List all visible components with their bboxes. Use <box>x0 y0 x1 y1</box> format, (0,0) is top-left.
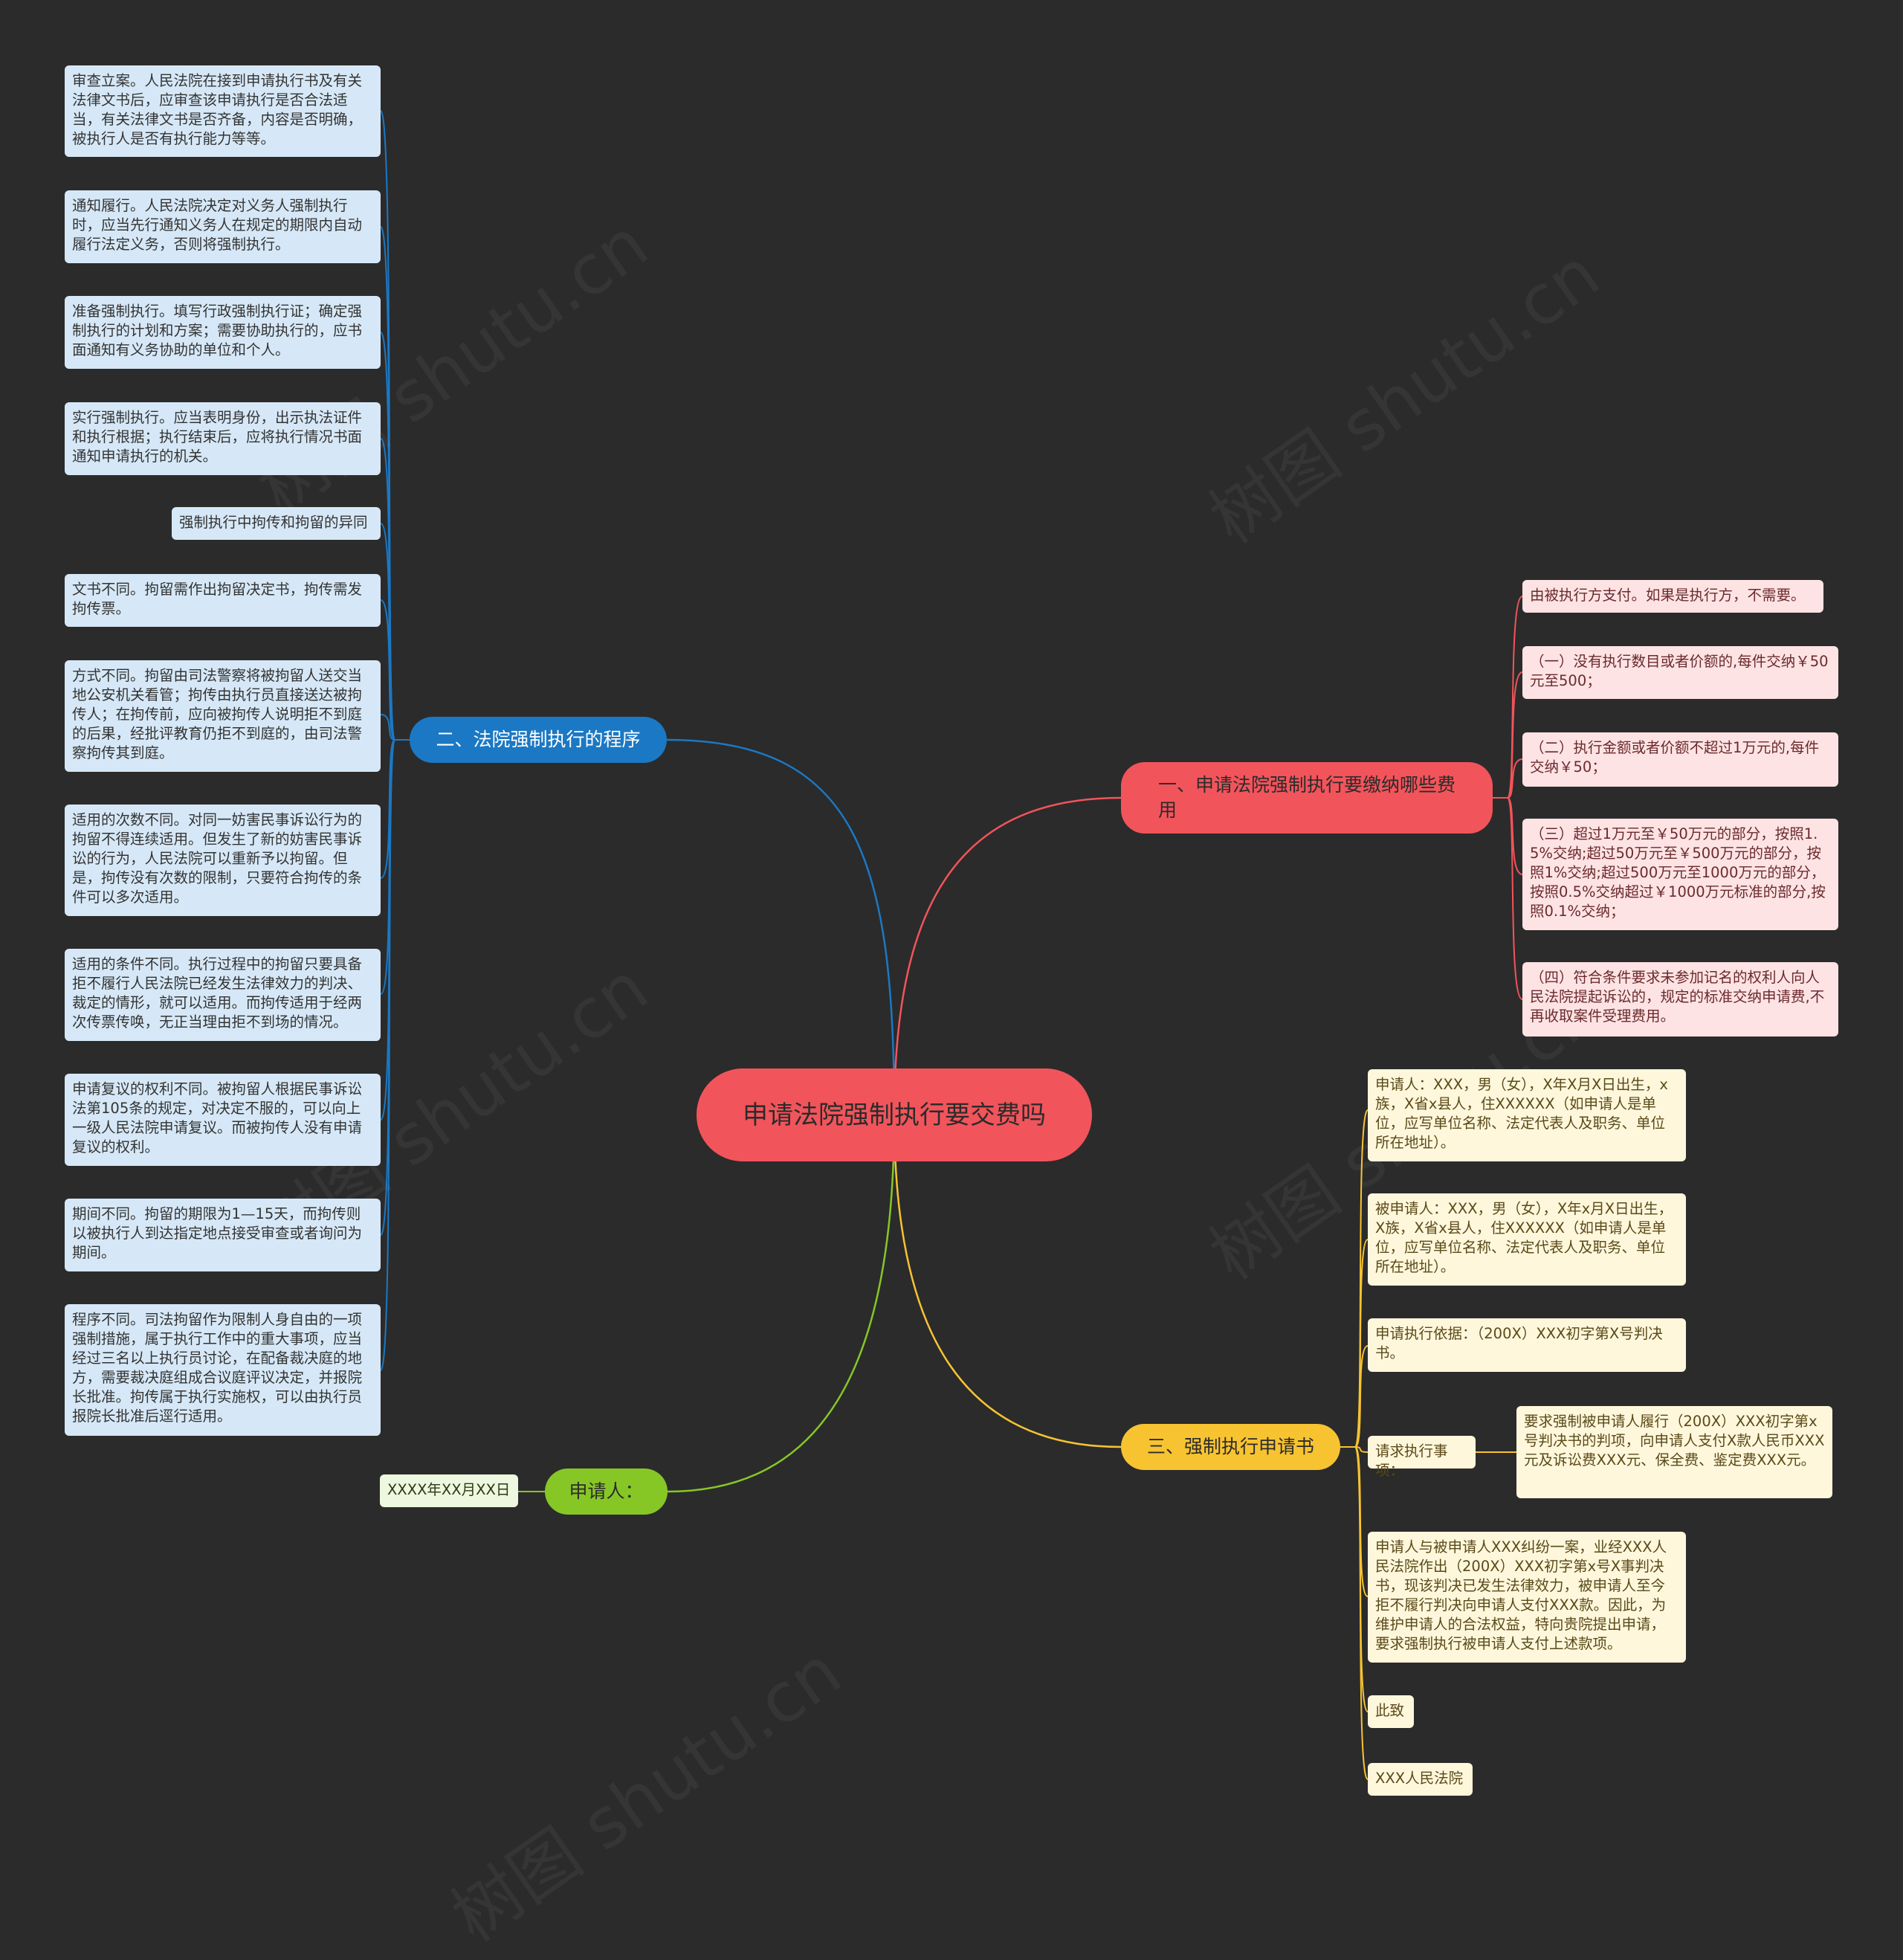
topic-applicant[interactable]: 申请人： <box>545 1469 668 1515</box>
application-item[interactable]: 此致 <box>1368 1695 1414 1728</box>
fees-item[interactable]: （一）没有执行数目或者价额的,每件交纳￥50元至500； <box>1522 646 1838 699</box>
topic-application-label: 三、强制执行申请书 <box>1146 1436 1314 1457</box>
topic-applicant-label: 申请人： <box>569 1480 644 1502</box>
link-app-2 <box>1354 1345 1369 1448</box>
root-topic[interactable]: 申请法院强制执行要交费吗 <box>697 1068 1092 1161</box>
link-proc-6 <box>380 714 395 741</box>
fees-item[interactable]: 由被执行方支付。如果是执行方，不需要。 <box>1522 580 1823 613</box>
fees-item[interactable]: （四）符合条件要求未参加记名的权利人向人民法院提起诉讼的，规定的标准交纳申请费,… <box>1522 962 1838 1037</box>
root-title: 申请法院强制执行要交费吗 <box>743 1100 1046 1130</box>
link-root-application <box>893 1115 1122 1448</box>
link-app-6 <box>1354 1446 1369 1780</box>
link-fees-4 <box>1507 797 1523 1000</box>
link-app-1 <box>1354 1239 1369 1448</box>
application-item[interactable]: 被申请人：XXX，男（女），X年x月X日出生，X族，X省x县人，住XXXXXX（… <box>1368 1193 1686 1286</box>
connector-lines <box>380 110 1523 1780</box>
link-proc-8 <box>380 739 395 995</box>
procedure-item[interactable]: 通知履行。人民法院决定对义务人强制执行时，应当先行通知义务人在规定的期限内自动履… <box>65 190 381 263</box>
applicant-date[interactable]: XXXX年XX月XX日 <box>380 1474 518 1507</box>
link-proc-2 <box>380 332 395 741</box>
link-app-4 <box>1354 1446 1369 1597</box>
procedure-item[interactable]: 适用的条件不同。执行过程中的拘留只要具备拒不履行人民法院已经发生法律效力的判决、… <box>65 949 381 1041</box>
procedure-item[interactable]: 文书不同。拘留需作出拘留决定书，拘传需发拘传票。 <box>65 574 381 627</box>
application-item[interactable]: 请求执行事项： <box>1368 1436 1476 1479</box>
link-fees-1 <box>1507 671 1523 799</box>
procedure-item[interactable]: 强制执行中拘传和拘留的异同 <box>172 507 381 540</box>
procedure-item[interactable]: 实行强制执行。应当表明身份，出示执法证件和执行根据；执行结束后，应将执行情况书面… <box>65 402 381 475</box>
application-item[interactable]: 申请人：XXX，男（女），X年X月X日出生，x族，X省x县人，住XXXXXX（如… <box>1368 1069 1686 1161</box>
procedure-item[interactable]: 准备强制执行。填写行政强制执行证；确定强制执行的计划和方案；需要协助执行的，应书… <box>65 296 381 369</box>
procedure-item[interactable]: 方式不同。拘留由司法警察将被拘留人送交当地公安机关看管；拘传由执行员直接送达被拘… <box>65 660 381 772</box>
application-subitem[interactable]: 要求强制被申请人履行（200X）XXX初字第x号判决书的判项，向申请人支付X款人… <box>1516 1406 1832 1498</box>
topic-fees[interactable]: 一、申请法院强制执行要缴纳哪些费用 <box>1121 762 1493 834</box>
link-proc-10 <box>380 739 395 1236</box>
topic-application[interactable]: 三、强制执行申请书 <box>1121 1424 1340 1470</box>
fees-item[interactable]: （二）执行金额或者价额不超过1万元的,每件交纳￥50； <box>1522 732 1838 787</box>
topic-procedure[interactable]: 二、法院强制执行的程序 <box>410 717 667 763</box>
procedure-item[interactable]: 申请复议的权利不同。被拘留人根据民事诉讼法第105条的规定，对决定不服的，可以向… <box>65 1074 381 1166</box>
link-proc-11 <box>380 739 395 1371</box>
link-root-fees <box>893 796 1122 1116</box>
link-fees-3 <box>1507 797 1523 875</box>
procedure-item[interactable]: 审查立案。人民法院在接到申请执行书及有关法律文书后，应审查该申请执行是否合法适当… <box>65 65 381 157</box>
procedure-item[interactable]: 适用的次数不同。对同一妨害民事诉讼行为的拘留不得连续适用。但发生了新的妨害民事诉… <box>65 805 381 916</box>
link-root-procedure <box>666 738 896 1116</box>
application-item[interactable]: 申请人与被申请人XXX纠纷一案，业经XXX人民法院作出（200X）XXX初字第x… <box>1368 1532 1686 1663</box>
fees-item[interactable]: （三）超过1万元至￥50万元的部分，按照1.5%交纳;超过50万元至￥500万元… <box>1522 819 1838 930</box>
link-fees-2 <box>1507 758 1523 799</box>
procedure-item[interactable]: 期间不同。拘留的期限为1—15天，而拘传则以被执行人到达指定地点接受审查或者询问… <box>65 1199 381 1271</box>
link-proc-5 <box>380 599 395 741</box>
application-item[interactable]: 申请执行依据：（200X）XXX初字第X号判决书。 <box>1368 1318 1686 1372</box>
link-root-applicant <box>667 1115 896 1493</box>
link-proc-3 <box>380 438 395 741</box>
application-item[interactable]: XXX人民法院 <box>1368 1763 1473 1796</box>
procedure-item[interactable]: 程序不同。司法拘留作为限制人身自由的一项强制措施，属于执行工作中的重大事项，应当… <box>65 1304 381 1436</box>
topic-procedure-label: 二、法院强制执行的程序 <box>436 729 641 750</box>
topic-fees-label: 一、申请法院强制执行要缴纳哪些费用 <box>1158 774 1456 821</box>
link-app-3 <box>1354 1446 1369 1453</box>
